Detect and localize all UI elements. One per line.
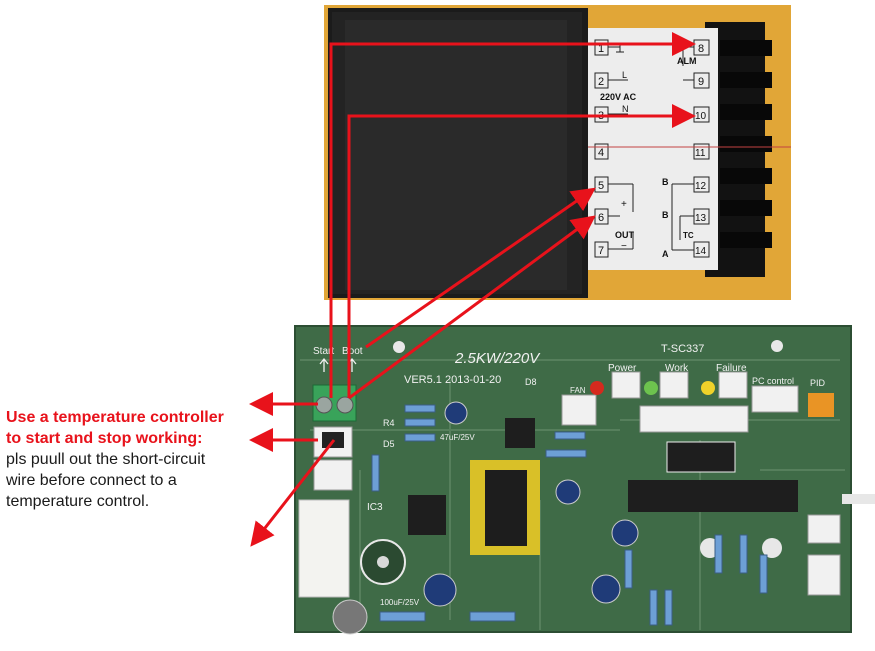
caption-heading-line-1: Use a temperature controller (6, 407, 281, 428)
wire-arrow-terminal-8 (331, 44, 690, 398)
caption-body-line-1: pls puull out the short-circuit (6, 449, 281, 470)
wire-arrow-terminal-5 (366, 191, 591, 347)
instruction-caption: Use a temperature controller to start an… (6, 407, 281, 512)
caption-heading-line-2: to start and stop working: (6, 428, 281, 449)
caption-body-line-3: temperature control. (6, 491, 281, 512)
caption-body-line-2: wire before connect to a (6, 470, 281, 491)
wire-arrow-terminal-10 (349, 116, 690, 398)
wire-arrow-terminal-6 (349, 219, 591, 398)
